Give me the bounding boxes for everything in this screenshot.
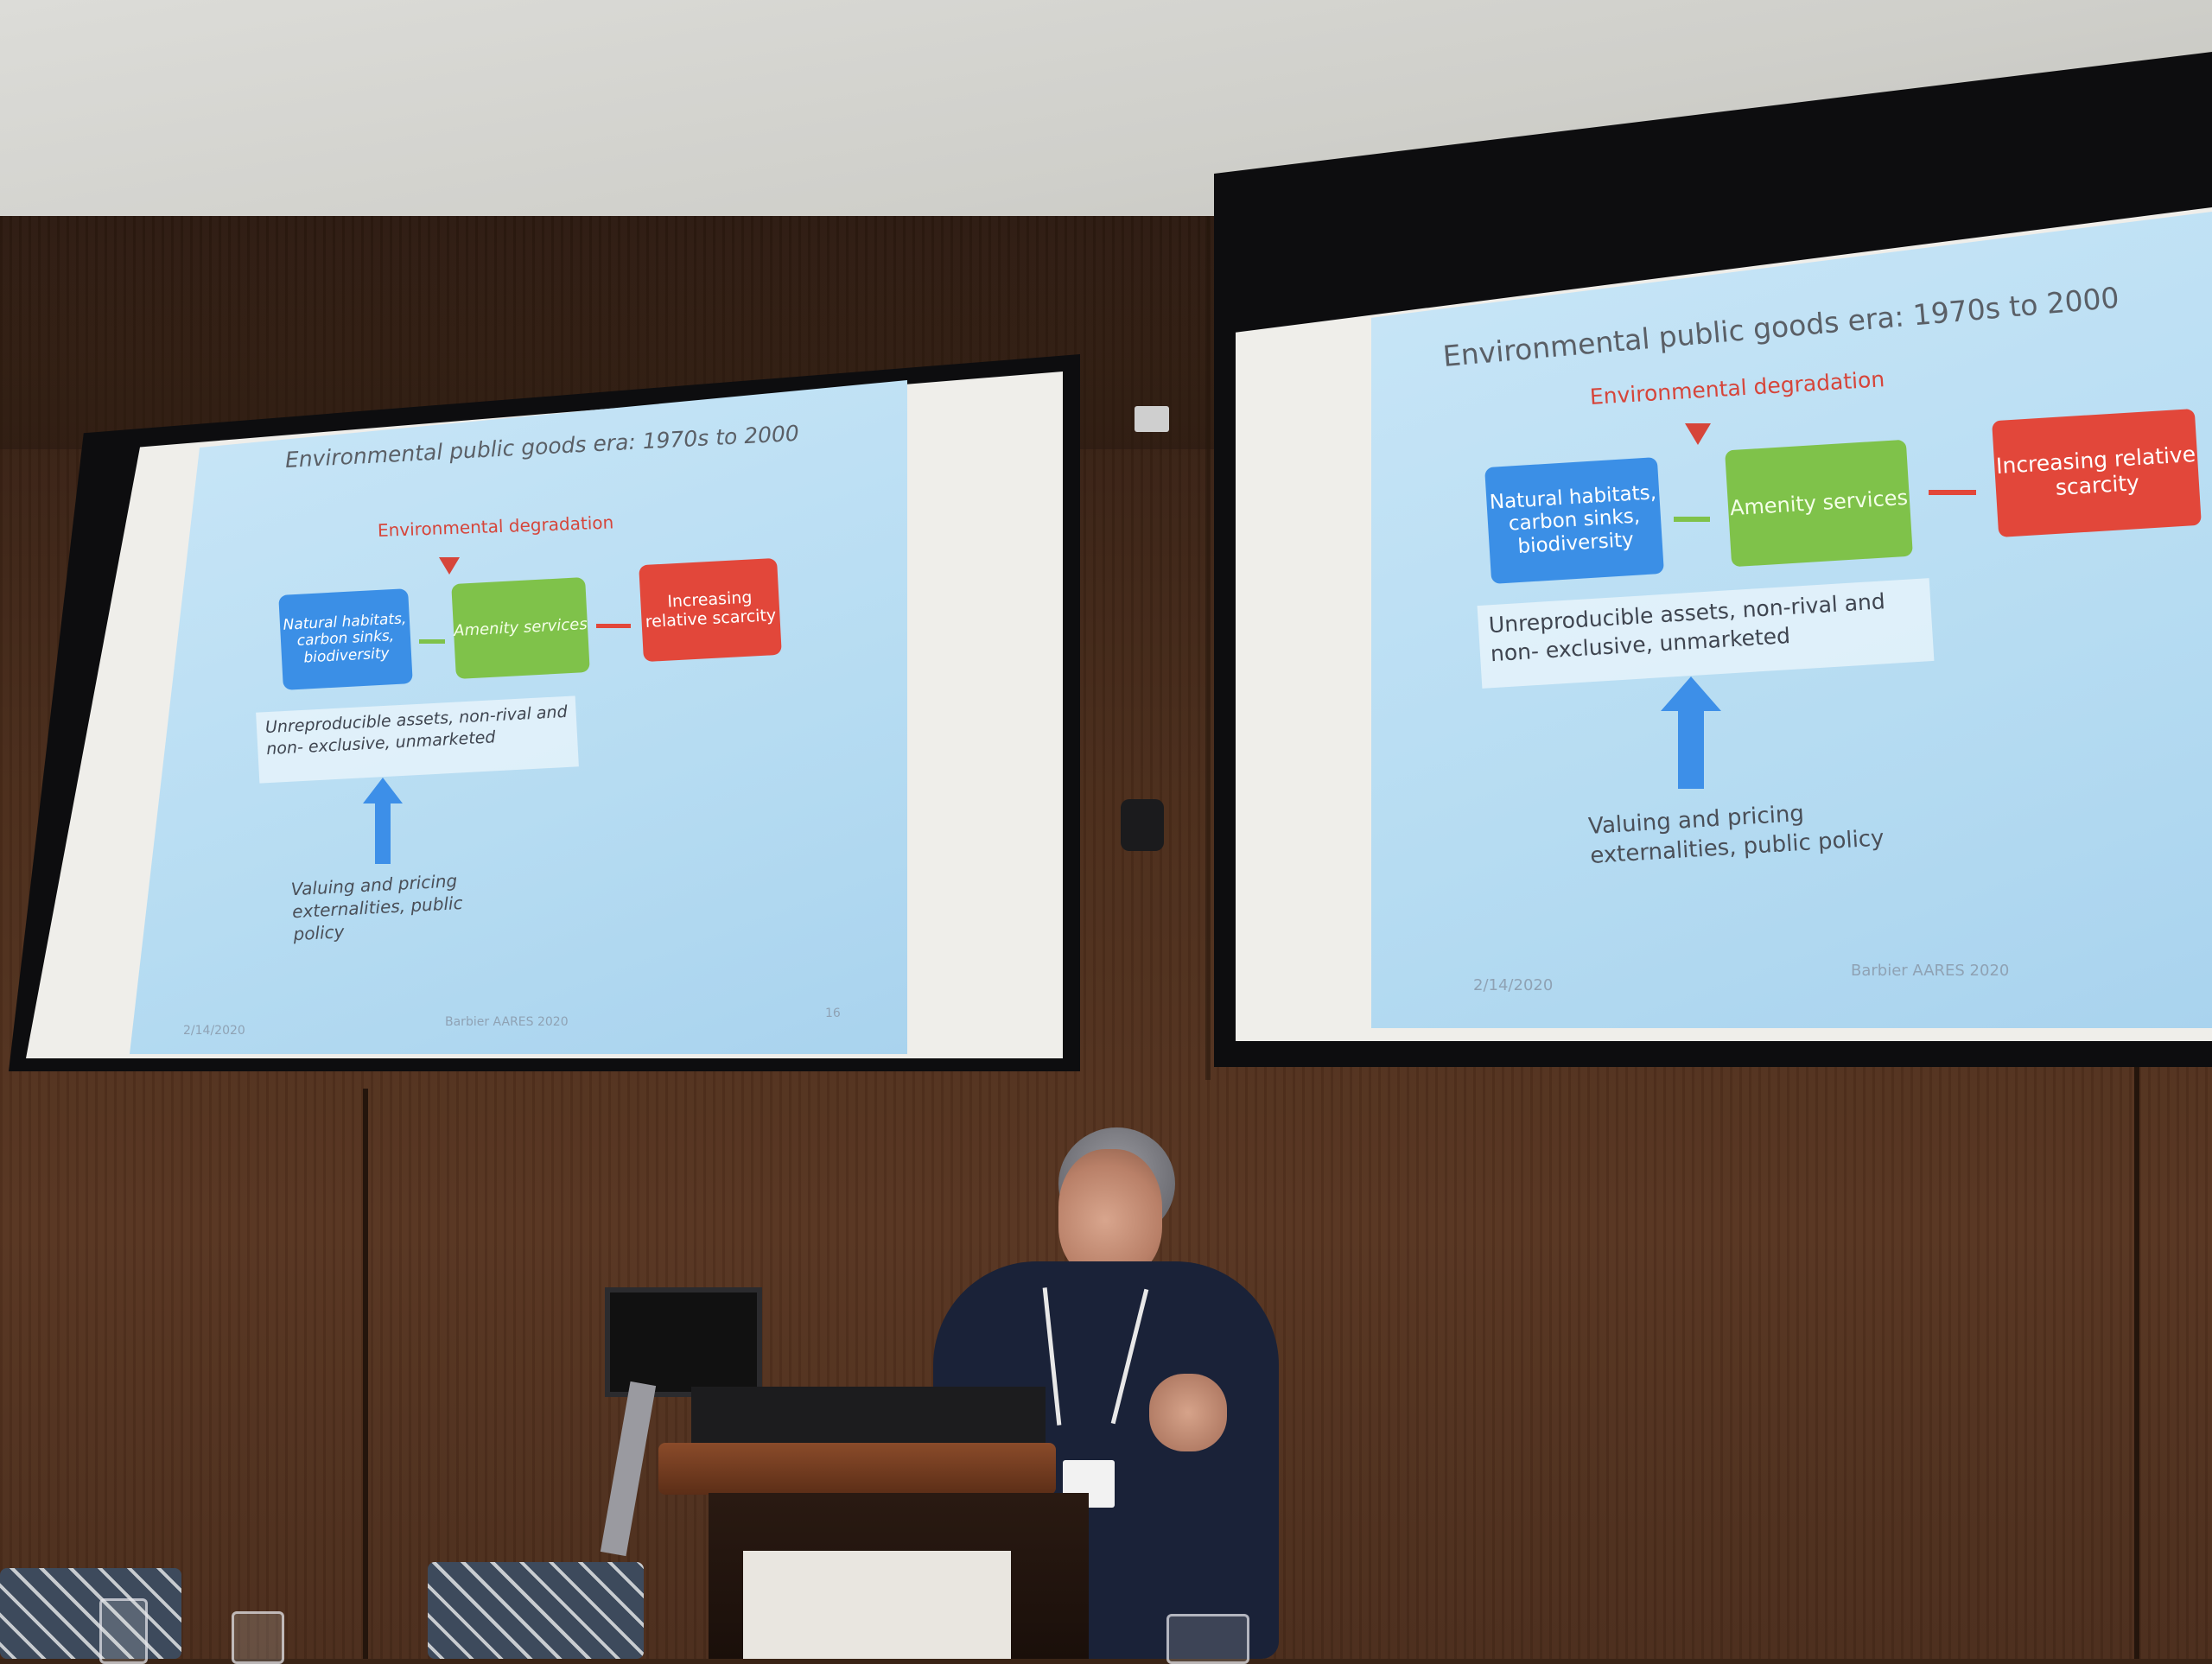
natural-habitats-box: Natural habitats, carbon sinks, biodiver… <box>278 588 413 690</box>
wall-outlet-icon <box>1135 406 1169 432</box>
podium-front-panel <box>743 1551 1011 1659</box>
degradation-arrow-icon <box>439 557 460 575</box>
podium-ledge <box>658 1443 1056 1495</box>
water-pitcher <box>1166 1614 1249 1664</box>
wall-seam <box>2134 1063 2139 1659</box>
chair <box>0 1568 181 1659</box>
amenity-services-box: Amenity services <box>451 577 590 679</box>
policy-arrow-icon <box>363 778 403 864</box>
speaker-head <box>1058 1149 1162 1279</box>
wall-seam <box>363 1089 368 1659</box>
green-arrow-icon <box>419 639 445 644</box>
camera-icon <box>1121 799 1164 851</box>
natural-habitats-box: Natural habitats, carbon sinks, biodiver… <box>1484 457 1664 584</box>
podium-monitor <box>605 1287 762 1397</box>
slide-date: 2/14/2020 <box>183 1024 245 1038</box>
degradation-label: Environmental degradation <box>1589 366 1885 410</box>
chair <box>428 1562 644 1659</box>
unreproducible-assets-band: Unreproducible assets, non-rival and non… <box>256 695 579 784</box>
red-arrow-icon <box>596 624 631 628</box>
degradation-arrow-icon <box>1685 423 1711 445</box>
policy-label: Valuing and pricing externalities, publi… <box>290 870 464 945</box>
left-slide: Environmental public goods era: 1970s to… <box>130 380 907 1054</box>
red-arrow-icon <box>1929 490 1976 495</box>
slide-footer: Barbier AARES 2020 <box>445 1015 569 1029</box>
right-slide: Environmental public goods era: 1970s to… <box>1371 212 2212 1028</box>
slide-footer: Barbier AARES 2020 <box>1851 962 2010 980</box>
wall-seam <box>1205 216 1211 1080</box>
water-glass <box>99 1598 148 1664</box>
green-arrow-icon <box>1674 517 1710 522</box>
slide-page-number: 16 <box>825 1007 841 1020</box>
water-glass <box>232 1611 284 1664</box>
slide-date: 2/14/2020 <box>1473 976 1554 994</box>
increasing-scarcity-box: Increasing relative scarcity <box>639 557 782 663</box>
policy-label: Valuing and pricing externalities, publi… <box>1587 800 1885 869</box>
speaker-hand <box>1149 1374 1227 1451</box>
degradation-label: Environmental degradation <box>377 511 614 541</box>
amenity-services-box: Amenity services <box>1725 439 1913 568</box>
policy-arrow-icon <box>1661 676 1721 789</box>
increasing-scarcity-box: Increasing relative scarcity <box>1992 408 2202 538</box>
unreproducible-assets-band: Unreproducible assets, non-rival and non… <box>1477 578 1935 689</box>
